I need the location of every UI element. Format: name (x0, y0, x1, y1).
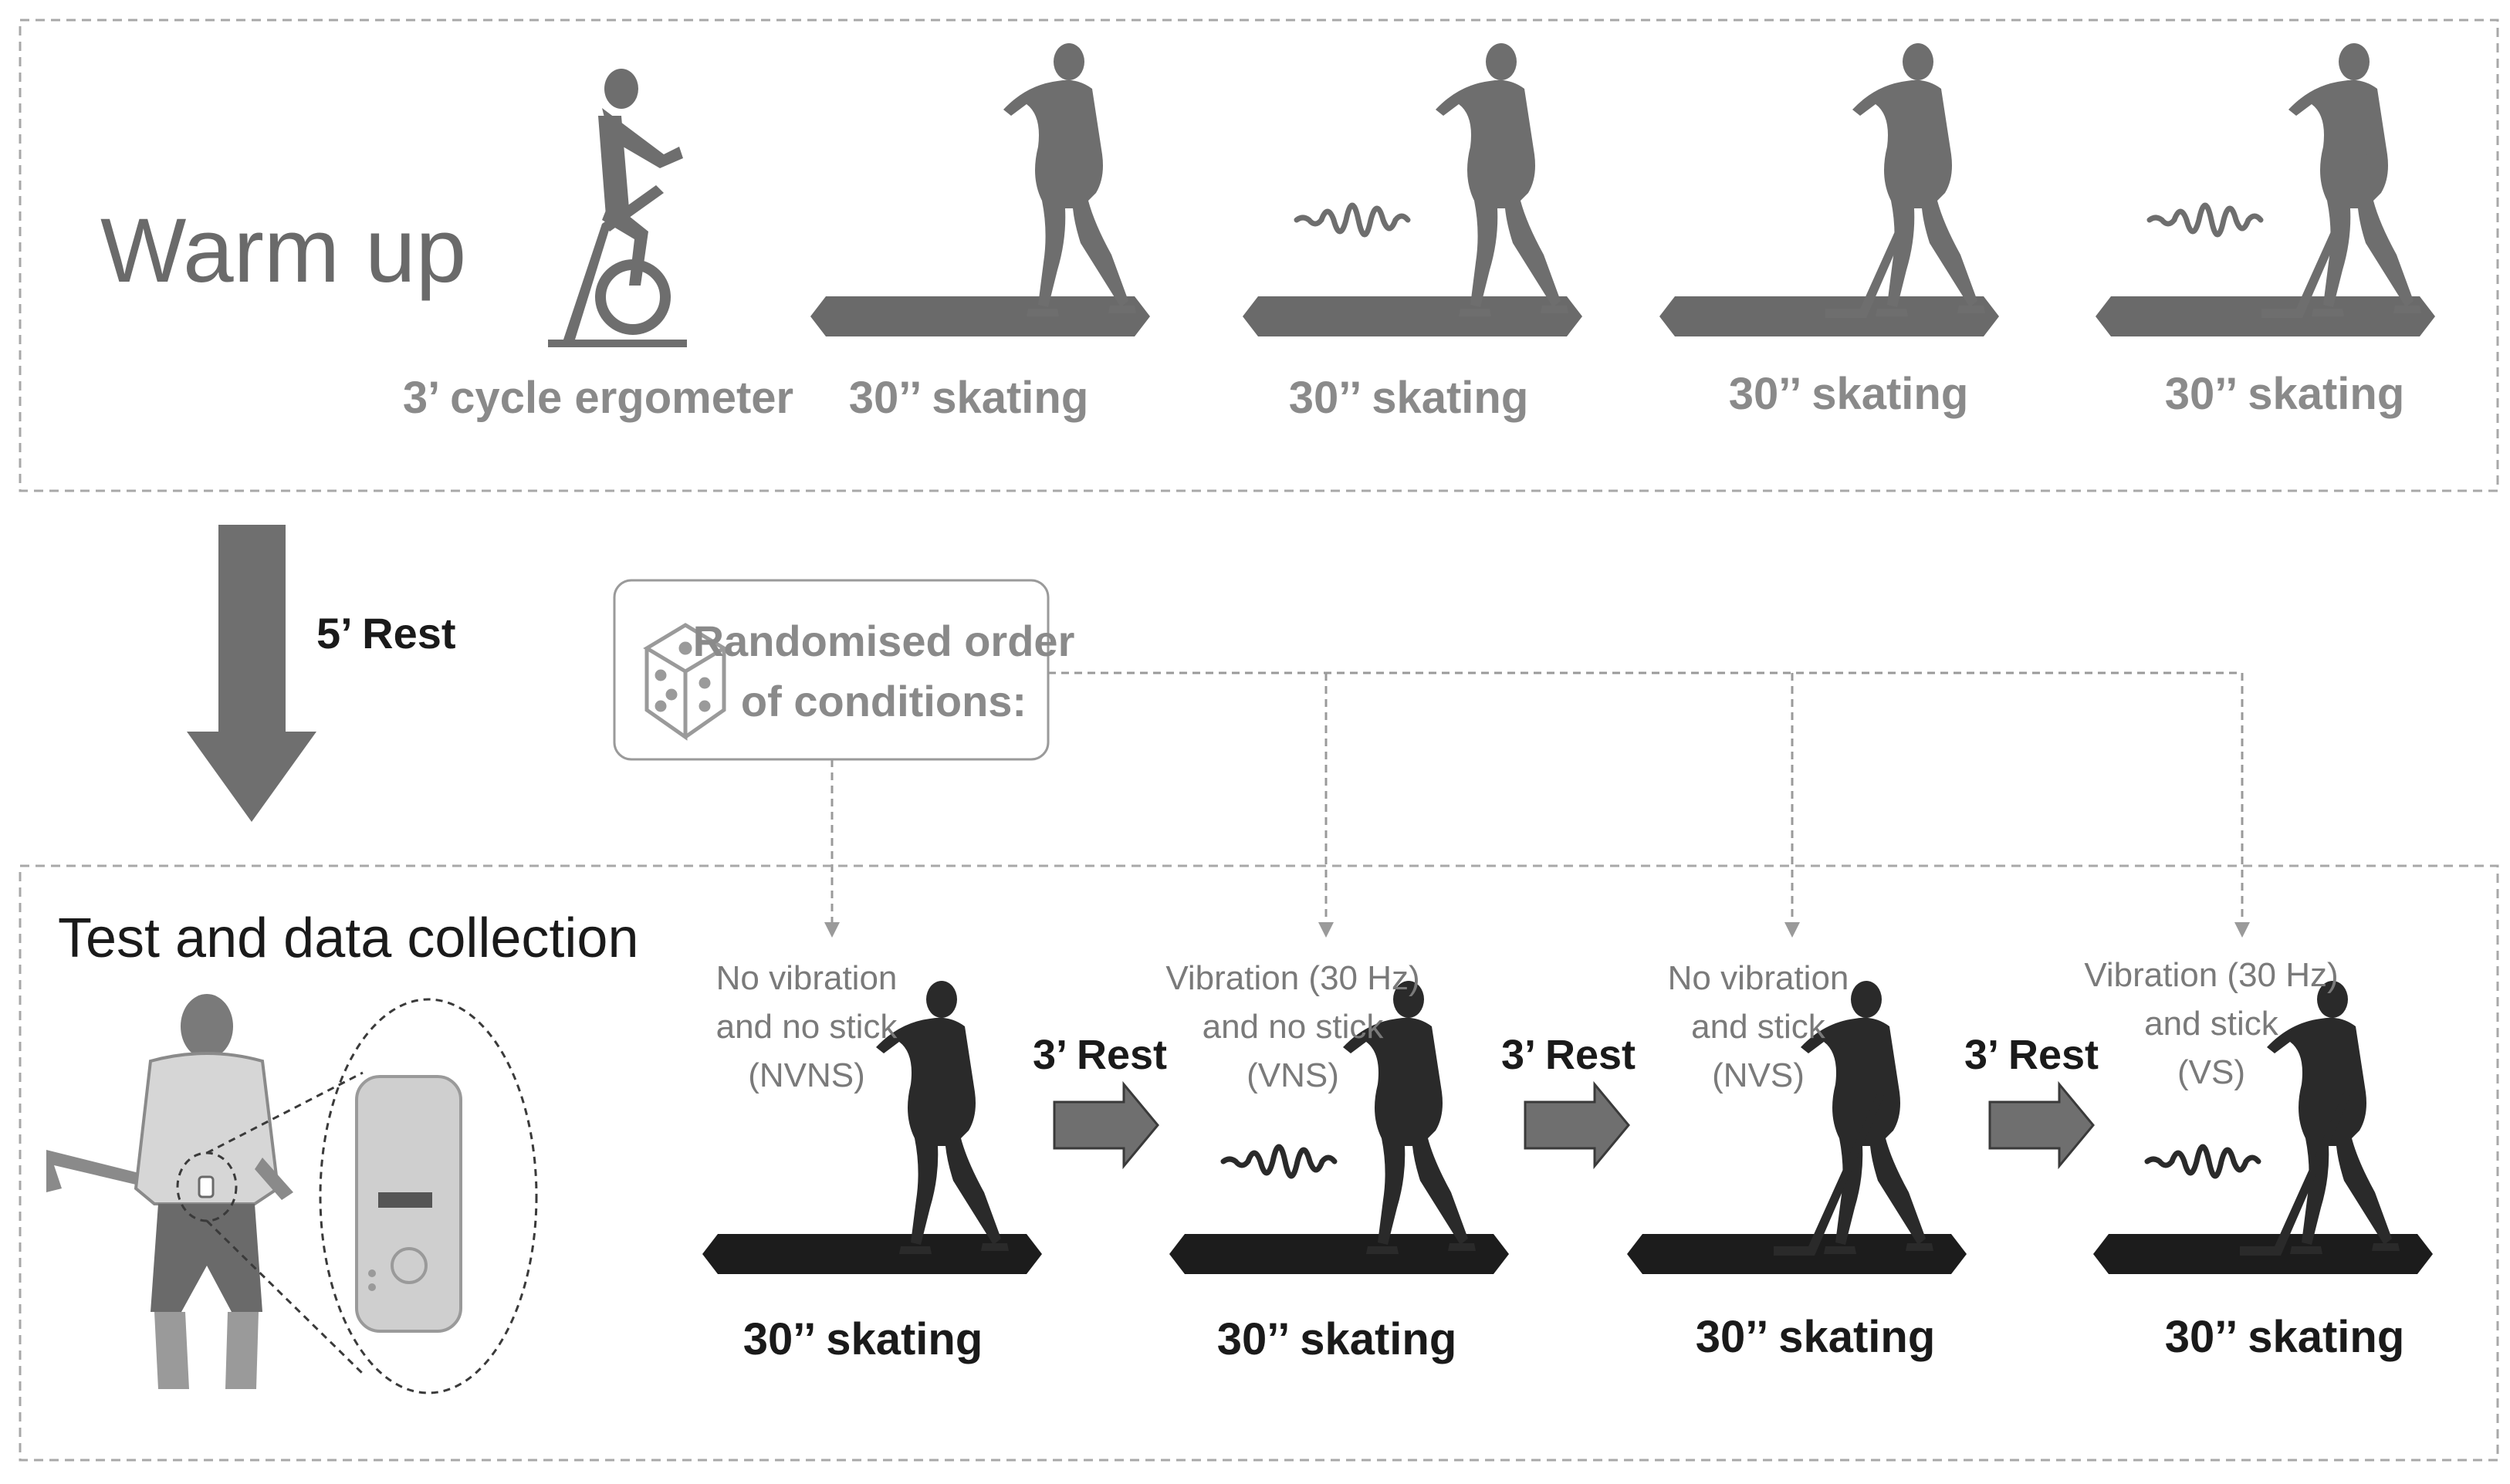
warmup-step-label: 30’’ skating (1289, 373, 1529, 423)
rest-arrow (187, 525, 316, 822)
randomised-line2: of conditions: (741, 677, 1027, 725)
condition-connectors (830, 671, 2244, 922)
condition-skating-label: 30’’ skating (743, 1314, 983, 1364)
rest-arrow-2: 3’ Rest (1501, 1032, 1636, 1170)
vibration-wave-icon (2150, 205, 2261, 235)
condition-line1: Vibration (30 Hz) (1165, 959, 1419, 997)
skater-figure-1 (1003, 43, 1136, 316)
rest-label: 3’ Rest (1033, 1032, 1167, 1078)
rest-label: 3’ Rest (1501, 1032, 1636, 1078)
condition-line1: Vibration (30 Hz) (2084, 956, 2338, 994)
condition-skating-label: 30’’ skating (1696, 1312, 1936, 1362)
skater-stick-figure-3 (1825, 43, 1985, 318)
player-back-figure (46, 994, 293, 1389)
right-arrow-icon (1988, 1080, 2095, 1170)
warmup-step-3 (1659, 43, 1999, 336)
condition-line2: and no stick (716, 1008, 898, 1046)
platform-1 (810, 296, 1150, 336)
skater-stick-figure-4 (2261, 43, 2421, 318)
test-panel (19, 864, 2499, 1462)
vibration-wave-icon (1223, 1147, 1334, 1176)
warmup-step-2 (1243, 43, 1582, 336)
condition-skating-label: 30’’ skating (1217, 1314, 1457, 1364)
platform-2 (1243, 296, 1582, 336)
warmup-step-label: 30’’ skating (2165, 369, 2405, 419)
rest-arrow-3: 3’ Rest (1964, 1032, 2099, 1170)
condition-line2: and no stick (1203, 1008, 1385, 1046)
condition-code: (NVS) (1712, 1056, 1805, 1094)
warmup-step-label: 30’’ skating (1729, 369, 1969, 419)
rest-label: 3’ Rest (1964, 1032, 2099, 1078)
condition-line1: No vibration (1668, 959, 1849, 997)
connector-arrowheads (824, 922, 2250, 938)
cycle-ergometer-icon (548, 69, 687, 347)
imu-sensor-icon (355, 1075, 462, 1333)
condition-line2: and stick (2144, 1005, 2279, 1043)
dice-icon (643, 623, 728, 741)
condition-code: (VS) (2177, 1053, 2245, 1091)
condition-line1: No vibration (716, 959, 898, 997)
condition-line2: and stick (1691, 1008, 1826, 1046)
warmup-step-label: 3’ cycle ergometer (403, 373, 793, 423)
warmup-step-label: 30’’ skating (849, 373, 1089, 423)
vibration-wave-icon (1297, 205, 1408, 235)
rest-label: 5’ Rest (316, 609, 456, 657)
condition-skating-label: 30’’ skating (2165, 1312, 2405, 1362)
test-title: Test and data collection (58, 908, 638, 969)
warmup-step-1 (810, 43, 1150, 336)
warmup-step-4 (2096, 43, 2435, 336)
rest-arrow-1: 3’ Rest (1033, 1032, 1167, 1170)
sensor-zoom-lines (176, 998, 538, 1394)
warmup-title: Warm up (100, 200, 466, 302)
right-arrow-icon (1053, 1080, 1159, 1170)
condition-code: (VNS) (1247, 1056, 1339, 1094)
skater-figure-2 (1436, 43, 1568, 316)
condition-code: (NVNS) (748, 1056, 865, 1094)
vibration-wave-icon (2147, 1147, 2258, 1176)
right-arrow-icon (1524, 1080, 1630, 1170)
randomised-line1: Randomised order (693, 617, 1075, 665)
warmup-panel (19, 19, 2499, 492)
